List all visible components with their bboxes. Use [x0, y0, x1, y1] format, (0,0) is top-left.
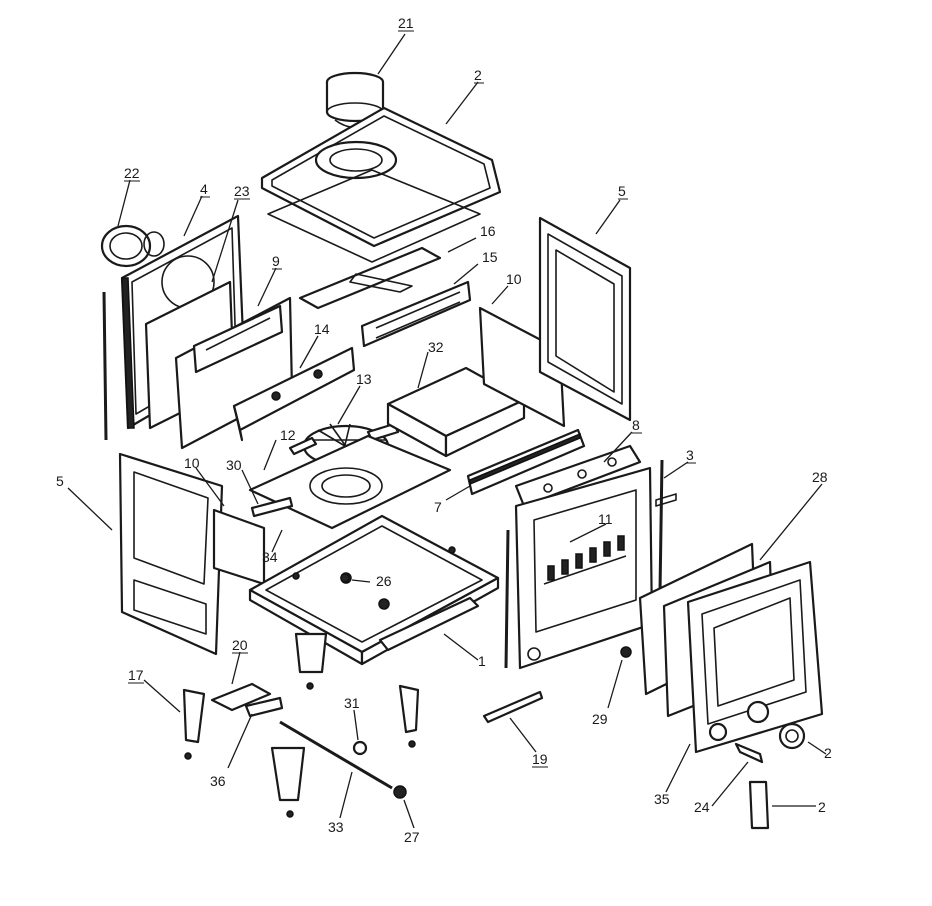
- callout-17: 17: [128, 667, 144, 683]
- part-14-side-bar: [232, 346, 356, 442]
- callout-21: 21: [398, 15, 414, 31]
- callout-9: 9: [272, 253, 280, 269]
- callout-35: 35: [654, 791, 670, 807]
- leg-front-right: [398, 684, 420, 734]
- part-3-rod: [655, 459, 677, 593]
- part-15-rear-firebar: [360, 280, 472, 348]
- callout-10-left: 10: [184, 455, 200, 471]
- part-29-nut: [620, 646, 632, 658]
- part-22-air-vent: [100, 224, 165, 268]
- callout-15: 15: [482, 249, 498, 265]
- callout-22: 22: [124, 165, 140, 181]
- callout-labels: 1 2 3 4 5 5 7 8 9 10 10 11 12 13 14 15 1…: [56, 15, 832, 845]
- callout-5-right: 5: [618, 183, 626, 199]
- callout-11: 11: [598, 511, 613, 527]
- callout-12: 12: [280, 427, 296, 443]
- part-17-leg: [182, 688, 206, 744]
- callout-10-right: 10: [506, 271, 522, 287]
- callout-5-left: 5: [56, 473, 64, 489]
- left-rod: [102, 291, 108, 441]
- callout-34: 34: [262, 549, 278, 565]
- screws: [184, 682, 416, 818]
- part-36-lever: [244, 696, 284, 718]
- part-25-door-handle: [748, 780, 770, 830]
- callout-1: 1: [478, 653, 486, 669]
- part-19-riddling-rod: [482, 690, 544, 724]
- part-7-front-bar: [466, 428, 586, 496]
- part-10-left-brick: [212, 508, 266, 586]
- part-9-firebrick-holder: [174, 296, 294, 450]
- callout-25-lower: 2: [818, 799, 826, 815]
- callout-7: 7: [434, 499, 442, 515]
- callout-31: 31: [344, 695, 360, 711]
- callout-36: 36: [210, 773, 226, 789]
- leg-front-left: [270, 746, 306, 802]
- part-11-front-frame: [514, 466, 654, 670]
- callout-28: 28: [812, 469, 828, 485]
- part-5-left-side: [118, 452, 224, 656]
- part-27-knob: [393, 785, 407, 799]
- part-35-front-door: [686, 560, 824, 754]
- callout-14: 14: [314, 321, 330, 337]
- part-10-rear-brick: [478, 306, 566, 428]
- callout-33: 33: [328, 819, 344, 835]
- part-25-control-knob: [778, 722, 806, 750]
- callout-25-upper: 2: [824, 745, 832, 761]
- callout-8: 8: [632, 417, 640, 433]
- part-8-top-bar: [514, 444, 642, 508]
- part-16-baffle: [298, 246, 442, 310]
- label-underlines: [124, 30, 696, 768]
- part-12-base-plate: [248, 434, 452, 530]
- part-24-handle-pin: [734, 742, 764, 764]
- callout-27: 27: [404, 829, 420, 845]
- callout-2: 2: [474, 67, 482, 83]
- callout-23: 23: [234, 183, 250, 199]
- part-33-rod: [279, 720, 393, 790]
- callout-19: 19: [532, 751, 548, 767]
- callout-16: 16: [480, 223, 496, 239]
- part-26-stud: [340, 573, 350, 583]
- callout-13: 13: [356, 371, 372, 387]
- part-31-clip: [352, 740, 368, 756]
- part-2-top-plate: [260, 106, 502, 248]
- callout-4: 4: [200, 181, 208, 197]
- callout-26: 26: [376, 573, 392, 589]
- front-left-rod: [504, 529, 510, 669]
- part-5-right-side-panel: [538, 216, 632, 422]
- callout-20: 20: [232, 637, 248, 653]
- top-gasket: [267, 169, 481, 263]
- part-20-bracket: [210, 682, 272, 712]
- callout-3: 3: [686, 447, 694, 463]
- callout-32: 32: [428, 339, 444, 355]
- callout-29: 29: [592, 711, 608, 727]
- part-30-bar: [250, 496, 294, 518]
- part-1-base-chassis: [248, 514, 500, 666]
- callout-30: 30: [226, 457, 242, 473]
- callout-24: 24: [694, 799, 710, 815]
- leader-lines: [67, 33, 827, 829]
- leg-rear-center: [294, 632, 328, 674]
